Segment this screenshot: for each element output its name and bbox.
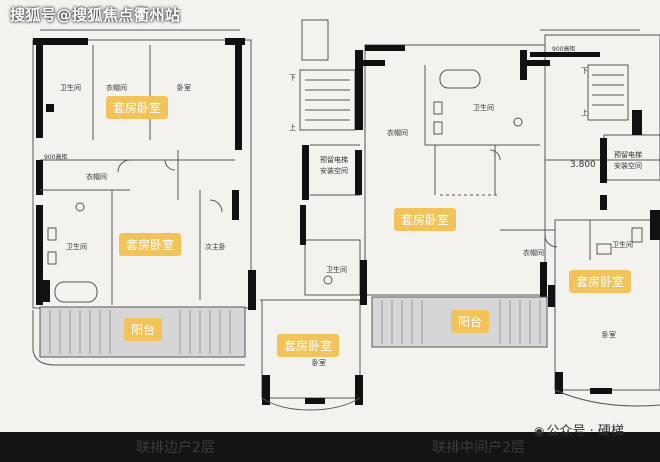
room-label-bedroom-2: 卧室 (312, 359, 326, 367)
level-mark: 3.800 (570, 160, 596, 170)
brand-text: 公众号 · 硬梯 (546, 424, 624, 439)
room-label-closet-4: 衣帽间 (523, 249, 544, 257)
stair-up-label-2: 上 (581, 109, 588, 117)
room-label-bath-2: 卫生间 (66, 243, 87, 251)
left-unit-outline (32, 39, 252, 309)
stair-down-label-2: 下 (581, 67, 588, 75)
room-label-elevator-1-line1: 预留电梯 (320, 156, 348, 164)
room-label-bath-4: 卫生间 (473, 104, 494, 112)
caption-right: 联排中间户2层 (432, 440, 525, 456)
room-label-closet-3: 衣帽间 (387, 129, 408, 137)
room-label-bath-5: 卫生间 (612, 241, 633, 249)
room-label-bedroom-3: 卧室 (602, 331, 616, 339)
middle-unit-outline (364, 44, 546, 296)
room-label-secondary-bedroom: 次主卧 (205, 243, 226, 251)
room-label-bath-3: 卫生间 (326, 266, 347, 274)
stair-down-label-1: 下 (289, 74, 296, 82)
room-label-closet-1: 衣帽间 (106, 84, 127, 92)
balcony-tag-left: 阳台 (124, 318, 163, 341)
right-suite-outline (554, 219, 660, 391)
room-label-width-note-2: 900高柜 (552, 46, 576, 53)
room-label-bath-1: 卫生间 (60, 84, 81, 92)
stair-up-label-1: 上 (289, 124, 296, 132)
suite-bedroom-tag-d: 套房卧室 (277, 334, 340, 357)
suite-bedroom-tag-a: 套房卧室 (106, 96, 169, 119)
balcony-tag-mid: 阳台 (451, 310, 490, 333)
room-label-elevator-2-line2: 安装空间 (614, 162, 642, 170)
suite-bedroom-tag-e: 套房卧室 (569, 270, 632, 293)
watermark-text: 搜狐号@搜狐焦点衢州站 (10, 6, 181, 24)
room-label-elevator-1-line2: 安装空间 (320, 167, 348, 175)
wechat-icon: ◉ (534, 424, 545, 438)
caption-left: 联排边户2层 (136, 440, 215, 456)
room-label-bedroom-1: 卧室 (177, 84, 191, 92)
room-label-elevator-2-line1: 预留电梯 (614, 151, 642, 159)
brand-label: ◉公众号 · 硬梯 (534, 420, 624, 439)
room-label-width-note-1: 900高柜 (44, 154, 68, 161)
suite-bedroom-tag-b: 套房卧室 (119, 233, 182, 256)
suite-bedroom-tag-c: 套房卧室 (394, 208, 457, 231)
caption-bar (0, 432, 660, 462)
room-label-closet-2: 衣帽间 (86, 173, 107, 181)
